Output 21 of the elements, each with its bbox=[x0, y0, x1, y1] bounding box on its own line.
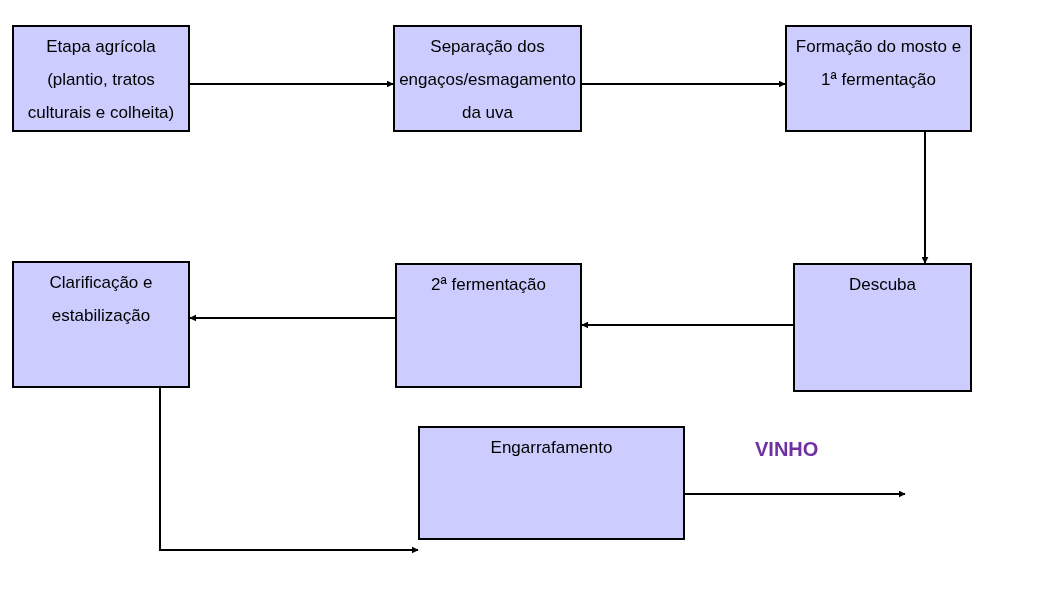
step-label: Engarrafamento bbox=[490, 437, 613, 459]
arrow bbox=[684, 490, 906, 498]
step-label: Etapa agrícola (plantio, tratos culturais e colheita) bbox=[26, 36, 176, 124]
arrow bbox=[189, 314, 396, 322]
step-label: Formação do mosto e 1ª fermentação bbox=[794, 36, 963, 91]
arrow bbox=[189, 80, 394, 88]
arrow bbox=[581, 80, 786, 88]
step-label: 2ª fermentação bbox=[431, 274, 546, 296]
step-label: Clarificação e estabilização bbox=[48, 272, 154, 327]
arrow bbox=[159, 387, 419, 554]
process-box bbox=[12, 261, 190, 388]
arrow bbox=[581, 321, 794, 329]
process-box bbox=[395, 263, 582, 388]
process-box bbox=[393, 25, 582, 132]
step-label: Separação dos engaços/esmagamento da uva bbox=[398, 36, 577, 124]
step-label: Descuba bbox=[848, 274, 917, 296]
arrow bbox=[921, 131, 929, 264]
process-box bbox=[12, 25, 190, 132]
process-box bbox=[418, 426, 685, 540]
process-box bbox=[793, 263, 972, 392]
process-box bbox=[785, 25, 972, 132]
